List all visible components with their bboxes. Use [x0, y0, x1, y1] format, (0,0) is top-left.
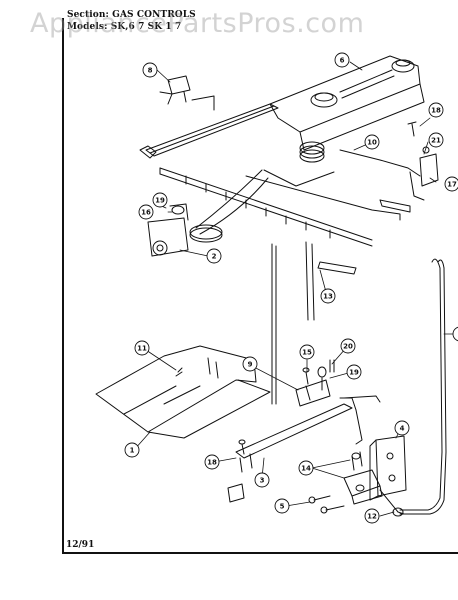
frame-left-border: [62, 18, 64, 553]
svg-text:6: 6: [340, 57, 345, 65]
part-5-screws: [308, 495, 345, 514]
supply-tube: [399, 258, 447, 515]
part-2-thermostat: [147, 203, 223, 257]
models-line: Models: SK,6 7 SK 1 7: [67, 22, 182, 32]
svg-text:21: 21: [431, 137, 441, 145]
callout-18-lower: 18: [204, 454, 220, 470]
callout-1: 1: [124, 442, 140, 458]
callout-3: 3: [254, 472, 270, 488]
svg-text:4: 4: [400, 425, 405, 433]
part-17-bracket: [407, 121, 439, 187]
callout-5: 5: [274, 498, 290, 514]
svg-text:14: 14: [301, 465, 311, 473]
svg-text:16: 16: [141, 209, 151, 217]
callout-12: 13: [320, 288, 336, 304]
svg-text:1: 1: [130, 447, 135, 455]
svg-text:5: 5: [280, 503, 285, 511]
svg-text:18: 18: [207, 459, 217, 467]
callout-7-partial: [452, 326, 458, 342]
callout-16: 16: [138, 204, 154, 220]
callout-10: 10: [364, 134, 380, 150]
svg-text:9: 9: [248, 361, 253, 369]
part-4-bracket: [369, 435, 407, 501]
callout-21: 21: [428, 132, 444, 148]
section-title: Section: GAS CONTROLS: [67, 10, 196, 20]
small-fasteners: [177, 367, 310, 455]
svg-text:20: 20: [343, 343, 353, 351]
svg-text:11: 11: [137, 345, 147, 353]
drop-tubes: [271, 241, 315, 405]
callout-4: 4: [394, 420, 410, 436]
svg-text:3: 3: [260, 477, 265, 485]
svg-text:12: 12: [367, 513, 377, 521]
watermark-logo: AppliancePartsPros.com: [30, 8, 365, 39]
svg-text:15: 15: [302, 349, 312, 357]
callout-13: 12: [364, 508, 380, 524]
svg-text:13: 13: [323, 293, 333, 301]
callout-2: 2: [206, 248, 222, 264]
svg-text:19: 19: [349, 369, 359, 377]
revision-date: 12/91: [66, 540, 95, 550]
svg-text:17: 17: [447, 181, 457, 189]
callout-14: 14: [298, 460, 314, 476]
part-3-rail: [227, 359, 381, 503]
callout-11: 11: [134, 340, 150, 356]
svg-text:19: 19: [155, 197, 165, 205]
svg-text:2: 2: [212, 253, 217, 261]
callout-19-top: 19: [152, 192, 168, 208]
svg-text:10: 10: [367, 139, 377, 147]
callout-9: 9: [242, 356, 258, 372]
part-1-deflector-plate: [95, 345, 271, 439]
callout-8: 8: [142, 62, 158, 78]
callout-labels: 8 6 18 21 10 17 19 16 2 13 11 9 15 20 19…: [124, 52, 458, 524]
callout-20: 20: [340, 338, 356, 354]
manifold-assembly: [139, 55, 425, 275]
callout-19-lower: 19: [346, 364, 362, 380]
pressure-regulator: [343, 451, 405, 517]
svg-text:18: 18: [431, 107, 441, 115]
callout-15: 15: [299, 344, 315, 360]
svg-text:8: 8: [148, 67, 153, 75]
part-8-valve: [159, 75, 191, 105]
frame-bottom-border: [62, 552, 458, 554]
callout-18-top: 18: [428, 102, 444, 118]
callout-6: 6: [334, 52, 350, 68]
callout-17: 17: [444, 176, 458, 192]
leader-lines: [133, 61, 457, 517]
